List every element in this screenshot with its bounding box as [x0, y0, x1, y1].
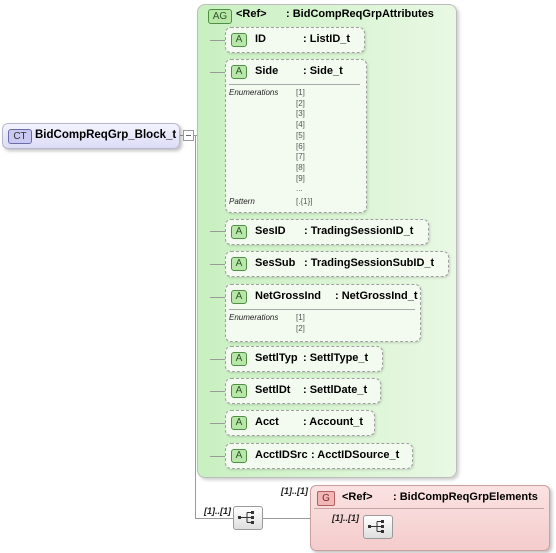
- attribute-badge: A: [231, 384, 247, 398]
- connector-seq-group: [262, 518, 310, 519]
- connector-attr-sesid: [210, 231, 227, 232]
- connector-attr-netgrossind: [210, 297, 227, 298]
- complex-type-box[interactable]: CT BidCompReqGrp_Block_t: [2, 123, 180, 149]
- ag-ref-label: <Ref>: [236, 8, 267, 20]
- attribute-badge: A: [231, 449, 247, 463]
- attribute-badge: A: [231, 33, 247, 47]
- connector-attr-settldt: [210, 391, 227, 392]
- attribute-name: ID: [255, 33, 266, 45]
- attribute-name: Acct: [255, 416, 279, 428]
- connector-attr-acctidsrc: [210, 456, 227, 457]
- attribute-badge: A: [231, 352, 247, 366]
- attribute-badge: A: [231, 65, 247, 79]
- attribute-name: SettlDt: [255, 384, 291, 396]
- element-group-box[interactable]: G <Ref> : BidCompReqGrpElements [1]..[1]: [310, 485, 550, 551]
- connector-attr-side: [210, 72, 227, 73]
- enum-value: [9]: [296, 173, 305, 183]
- attribute-type: : Account_t: [303, 416, 364, 428]
- connector-attr-sessub: [210, 264, 227, 265]
- sequence-compositor-icon[interactable]: [233, 506, 263, 530]
- pattern-value: [.{1}]: [296, 197, 313, 206]
- attribute-acct[interactable]: A Acct : Account_t: [225, 410, 375, 436]
- pattern-label: Pattern: [229, 197, 255, 206]
- attribute-type: : TradingSessionID_t: [304, 225, 414, 237]
- attribute-badge: A: [231, 416, 247, 430]
- ag-type-label: : BidCompReqGrpAttributes: [286, 8, 434, 20]
- enum-value: [5]: [296, 130, 305, 140]
- attribute-netgrossind[interactable]: A NetGrossInd : NetGrossInd_t Enumeratio…: [225, 284, 421, 342]
- attribute-id[interactable]: A ID : ListID_t: [225, 27, 365, 53]
- attribute-name: NetGrossInd: [255, 290, 322, 302]
- connector-vertical-trunk: [195, 135, 196, 518]
- attribute-badge: A: [231, 225, 247, 239]
- enum-value: [4]: [296, 120, 305, 130]
- ag-badge: AG: [208, 9, 232, 24]
- enumerations-label: Enumerations: [229, 313, 279, 322]
- g-ref-label: <Ref>: [342, 491, 373, 503]
- enumerations-label: Enumerations: [229, 88, 279, 97]
- connector-attr-acct: [210, 423, 227, 424]
- attribute-type: : AcctIDSource_t: [311, 449, 400, 461]
- attribute-name: AcctIDSrc: [255, 449, 308, 461]
- enum-value: [1]: [296, 313, 305, 322]
- attribute-name: SesID: [255, 225, 286, 237]
- connector-attr-id: [210, 40, 227, 41]
- ct-badge: CT: [8, 129, 32, 144]
- attribute-type: : ListID_t: [303, 33, 351, 45]
- enumeration-values: [1] [2]: [296, 313, 305, 334]
- attribute-name: Side: [255, 65, 279, 77]
- attribute-name: SettlTyp: [255, 352, 298, 364]
- enum-value: [6]: [296, 141, 305, 151]
- enum-value: [8]: [296, 162, 305, 172]
- element-group-occurrence-outer: [1]..[1]: [281, 486, 308, 496]
- connector-ct-ag: [195, 135, 197, 136]
- enum-value: [7]: [296, 152, 305, 162]
- element-group-occurrence-inner: [1]..[1]: [332, 513, 359, 523]
- connector-trunk-seq: [195, 518, 233, 519]
- inner-sequence-icon[interactable]: [363, 515, 393, 539]
- g-badge: G: [317, 491, 335, 506]
- attribute-type: : NetGrossInd_t: [335, 290, 418, 302]
- complex-type-name: BidCompReqGrp_Block_t: [35, 129, 177, 141]
- attribute-side[interactable]: A Side : Side_t Enumerations [1] [2] [3]…: [225, 59, 367, 213]
- attribute-sessub[interactable]: A SesSub : TradingSessionSubID_t: [225, 251, 449, 277]
- attribute-settltyp[interactable]: A SettlTyp : SettlType_t: [225, 346, 383, 372]
- attribute-name: SesSub: [255, 257, 296, 269]
- attribute-badge: A: [231, 257, 247, 271]
- attribute-type: : SettlType_t: [303, 352, 369, 364]
- enum-value: [3]: [296, 109, 305, 119]
- enum-value: [2]: [296, 323, 305, 333]
- attribute-settldt[interactable]: A SettlDt : SettlDate_t: [225, 378, 381, 404]
- attribute-sesid[interactable]: A SesID : TradingSessionID_t: [225, 219, 429, 245]
- ct-collapse-toggle[interactable]: [183, 130, 194, 141]
- enum-value: [1]: [296, 88, 305, 97]
- enum-value: [2]: [296, 98, 305, 108]
- sequence-occurrence: [1]..[1]: [204, 506, 231, 516]
- attribute-type: : Side_t: [303, 65, 343, 77]
- attribute-badge: A: [231, 290, 247, 304]
- enum-value: ...: [296, 184, 303, 194]
- g-separator: [314, 508, 544, 509]
- attribute-type: : TradingSessionSubID_t: [304, 257, 435, 269]
- sequence-tree-icon: [368, 520, 384, 533]
- facet-separator: [229, 309, 415, 310]
- connector-attr-settltyp: [210, 359, 227, 360]
- facet-separator: [229, 84, 360, 85]
- attribute-type: : SettlDate_t: [303, 384, 368, 396]
- sequence-tree-icon: [238, 511, 254, 524]
- attribute-acctidsrc[interactable]: A AcctIDSrc : AcctIDSource_t: [225, 443, 413, 469]
- enumeration-values: [1] [2] [3] [4] [5] [6] [7] [8] [9] ...: [296, 88, 305, 195]
- g-type-label: : BidCompReqGrpElements: [393, 491, 538, 503]
